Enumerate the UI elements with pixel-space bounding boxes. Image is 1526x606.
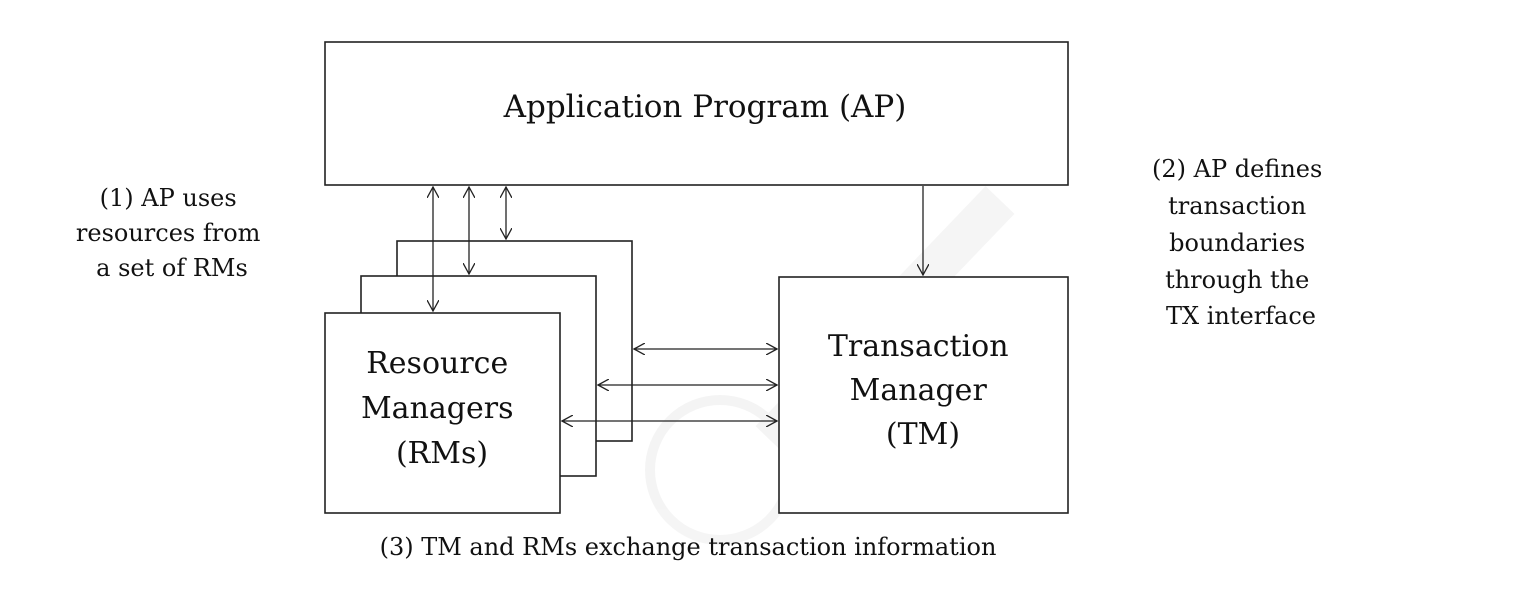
note-tm-rm-exchange: (3) TM and RMs exchange transaction info… (380, 533, 997, 561)
note-line: a set of RMs (96, 254, 248, 282)
application-program-box (324, 41, 1069, 186)
resource-manager-box-front (324, 312, 561, 514)
note-line: through the (1165, 266, 1309, 294)
resource-managers-label-line: (RMs) (396, 436, 488, 471)
resource-managers-label-line: Resource (366, 346, 508, 381)
note-ap-uses-resources: (1) AP uses resources from a set of RMs (76, 184, 268, 282)
note-line: resources from (76, 219, 261, 247)
transaction-manager-label-line: Manager (850, 373, 988, 408)
note-line: boundaries (1169, 229, 1305, 257)
transaction-manager-label-line: Transaction (828, 329, 1009, 364)
application-program-label: Application Program (AP) (503, 89, 907, 125)
note-line: (1) AP uses (100, 184, 237, 212)
transaction-manager-label-line: (TM) (886, 417, 960, 452)
note-line: TX interface (1166, 302, 1316, 330)
note-line: (2) AP defines (1152, 155, 1322, 183)
transaction-manager-label: Transaction Manager (TM) (828, 329, 1018, 452)
note-ap-defines-boundaries: (2) AP defines transaction boundaries th… (1152, 155, 1330, 330)
transaction-manager-box (778, 276, 1069, 514)
note-line: transaction (1168, 192, 1306, 220)
resource-managers-label: Resource Managers (RMs) (361, 346, 523, 471)
resource-managers-label-line: Managers (361, 391, 514, 426)
